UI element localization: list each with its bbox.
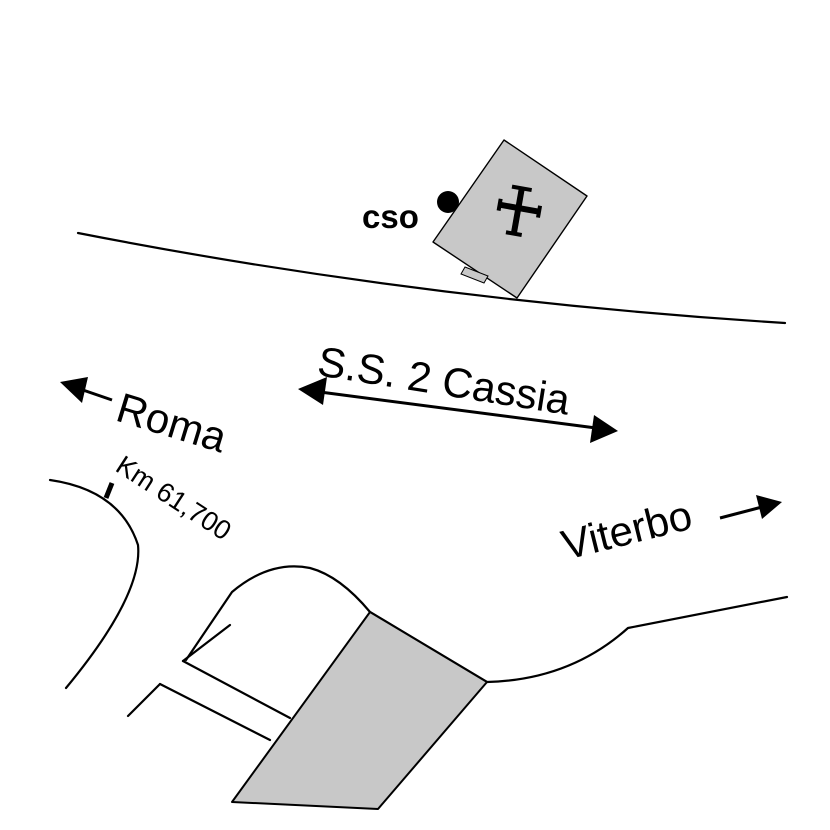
lane-upper (181, 659, 292, 720)
cso-label: cso (362, 198, 419, 235)
road-edge-north (76, 231, 787, 325)
latin-cross-icon (496, 184, 543, 237)
km-marker-tick-icon (103, 482, 115, 499)
viterbo-label: Viterbo (557, 491, 697, 569)
km-marker-label: Km 61,700 (111, 450, 237, 546)
cso-point-icon (437, 191, 459, 213)
church-building (432, 139, 588, 299)
church-annex (460, 266, 489, 284)
viterbo-arrow-icon (719, 495, 782, 520)
roma-arrow-icon (60, 377, 113, 403)
church-footprint (432, 139, 588, 299)
side-road-upper (181, 623, 232, 663)
lane-lower-b (158, 682, 272, 742)
road-edge-southwest (48, 478, 140, 690)
road-name-label: S.S. 2 Cassia (315, 337, 574, 423)
roma-label: Roma (111, 384, 232, 462)
lane-lower-a (126, 682, 162, 718)
road-edge-southeast (184, 565, 789, 684)
lower-building (231, 611, 488, 810)
road-direction-arrow-icon (298, 377, 618, 443)
